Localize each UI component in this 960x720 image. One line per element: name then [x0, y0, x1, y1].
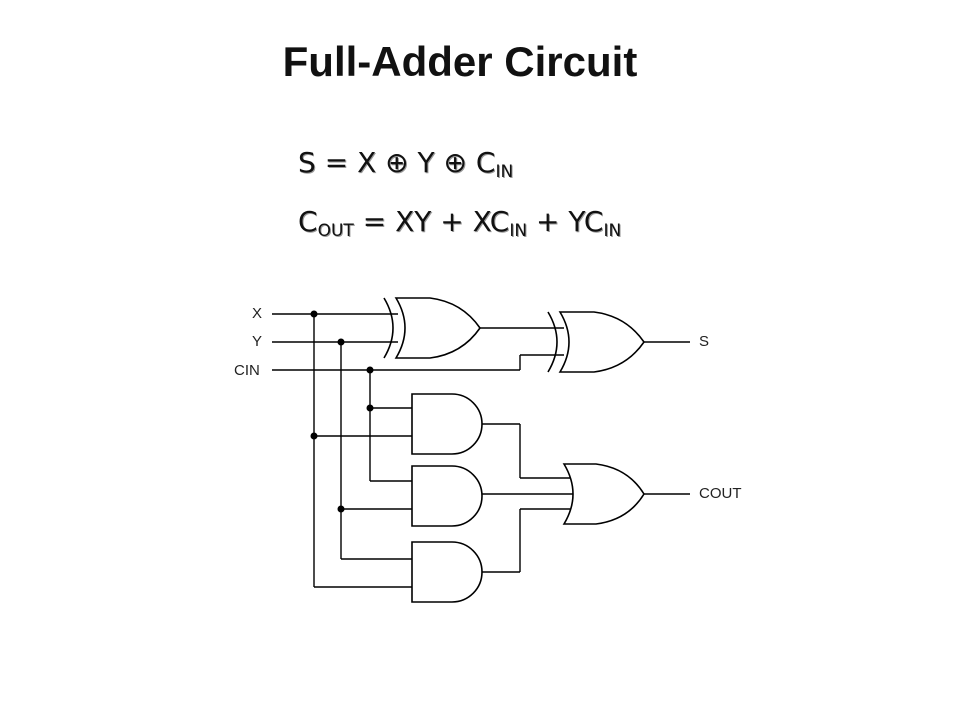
junction-dot	[310, 310, 318, 318]
xor-gate-1-body	[394, 297, 481, 359]
carry-term-xc: XC	[472, 205, 510, 238]
xor-gate-2	[547, 311, 690, 373]
output-label-cout: COUT	[699, 485, 742, 502]
carry-lhs-subscript: OUT	[317, 221, 354, 241]
or-gate-body	[562, 463, 645, 525]
carry-lhs: C	[298, 205, 318, 238]
xor-gate-1	[383, 297, 564, 359]
sum-y: Y	[417, 146, 435, 179]
carry-term-xc-subscript: IN	[509, 221, 528, 241]
carry-equation: COUT = XY + XCIN + YCIN	[298, 205, 621, 241]
carry-plus-1: +	[440, 205, 464, 238]
junction-dot	[366, 404, 374, 412]
sum-c: C	[475, 146, 496, 179]
sum-equation: S = X ⊕ Y ⊕ CIN	[298, 146, 513, 182]
xor-symbol-2: ⊕	[443, 146, 468, 179]
and-gate-2-body	[411, 465, 483, 527]
sum-x: X	[357, 146, 377, 179]
and-gate-1	[411, 393, 574, 479]
slide-title: Full-Adder Circuit	[282, 38, 638, 85]
output-label-s: S	[699, 333, 709, 350]
junction-dot	[310, 432, 318, 440]
and-gate-3	[411, 508, 574, 603]
junction-dot	[337, 505, 345, 513]
junction-dot	[337, 338, 345, 346]
carry-term-yc: YC	[568, 205, 604, 238]
carry-term-yc-subscript: IN	[603, 221, 622, 241]
carry-term-xy: XY	[395, 205, 432, 238]
xor-gate-2-body	[558, 311, 645, 373]
xor-gate-1-back-curve	[383, 297, 394, 359]
carry-equals: =	[362, 205, 387, 238]
and-gate-1-body	[411, 393, 483, 455]
input-label-y: Y	[252, 333, 262, 350]
junction-dots	[310, 310, 374, 513]
or-gate	[562, 463, 690, 525]
input-label-cin: CIN	[234, 362, 260, 379]
xor-gate-2-back-curve	[547, 311, 558, 373]
input-wires	[272, 313, 564, 588]
sum-c-subscript: IN	[495, 162, 514, 182]
xor-symbol-1: ⊕	[385, 146, 409, 179]
carry-plus-2: +	[535, 205, 560, 238]
sum-equals: =	[324, 146, 349, 179]
and-gate-2	[411, 465, 580, 527]
and-gate-3-body	[411, 541, 483, 603]
sum-lhs: S	[298, 146, 316, 179]
input-label-x: X	[252, 305, 262, 322]
junction-dot	[366, 366, 374, 374]
